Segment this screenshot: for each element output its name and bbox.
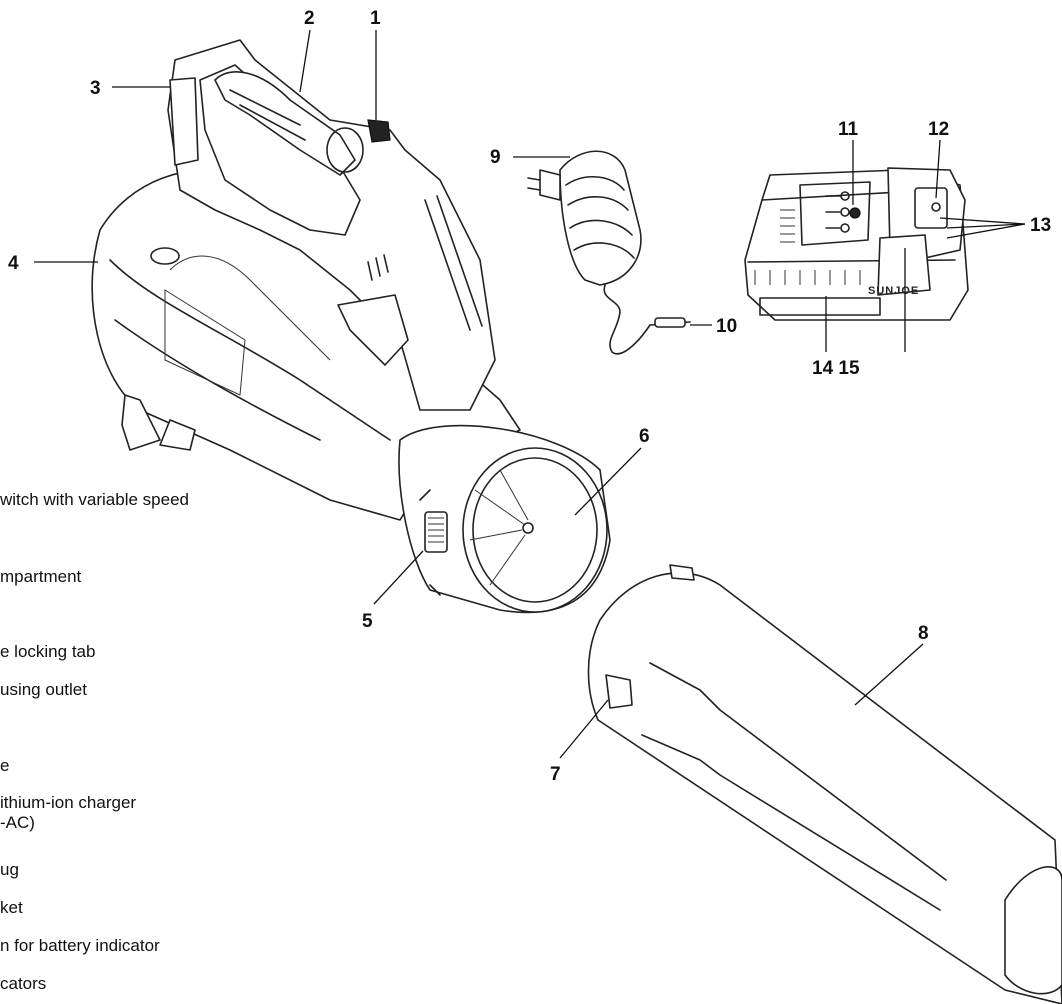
callout-10: 10	[716, 316, 737, 337]
legend-item: ithium-ion charger-AC)	[0, 793, 137, 832]
legend-item: mpartment	[0, 567, 82, 586]
tube-illustration	[587, 564, 1062, 1004]
callout-12: 12	[928, 119, 949, 140]
leader-lines	[34, 29, 1026, 759]
callout-13: 13	[1030, 215, 1051, 236]
legend-item: witch with variable speed	[0, 490, 189, 509]
legend-item: e	[0, 756, 10, 775]
legend-item: n for battery indicator	[0, 936, 160, 955]
callout-14-15: 14 15	[812, 358, 860, 379]
legend-item: ug	[0, 860, 19, 879]
battery-illustration: SUNJOE	[744, 167, 969, 321]
callout-9: 9	[490, 147, 501, 168]
charger-illustration	[527, 150, 691, 355]
callout-11: 11	[838, 119, 859, 140]
callout-5: 5	[362, 611, 373, 632]
callout-numbers: 1 2 3 4 5 6 7 8 9 10 11 12 13 14 15	[8, 8, 1051, 785]
callout-8: 8	[918, 623, 929, 644]
legend-item: cators	[0, 974, 47, 993]
battery-brand-label: SUNJOE	[868, 285, 919, 297]
legend-item: e locking tab	[0, 642, 96, 661]
blower-illustration	[91, 39, 611, 614]
legend-item: using outlet	[0, 680, 87, 699]
callout-1: 1	[370, 8, 381, 29]
callout-3: 3	[90, 78, 101, 99]
callout-4: 4	[8, 253, 19, 274]
callout-7: 7	[550, 764, 561, 785]
legend-item: ket	[0, 898, 23, 917]
callout-2: 2	[304, 8, 315, 29]
callout-6: 6	[639, 426, 650, 447]
